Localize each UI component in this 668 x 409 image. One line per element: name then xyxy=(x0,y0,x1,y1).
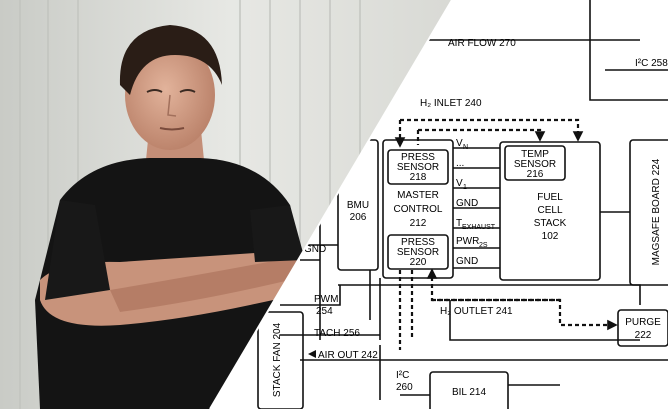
air-out-arrow-icon xyxy=(308,350,316,358)
air-out-label: AIR OUT 242 xyxy=(318,350,378,361)
master-control-l1: MASTER xyxy=(397,190,439,201)
t-exhaust-label: T xyxy=(456,218,462,229)
h2-inlet-label: H₂ INLET 240 xyxy=(420,98,482,109)
pwr-sub: 2S xyxy=(479,242,488,249)
gnd-b-label: GND xyxy=(456,256,478,267)
press-sensor-218-l1: PRESS xyxy=(401,152,435,163)
fuel-cell-l2: CELL xyxy=(537,205,562,216)
press-sensor-218-l3: 218 xyxy=(410,172,427,183)
stack-fan-label: STACK FAN 204 xyxy=(272,322,283,397)
gnd-left-label: GND xyxy=(304,244,326,255)
v1-label: V xyxy=(456,178,463,189)
fuel-cell-l4: 102 xyxy=(542,231,559,242)
patent-diagram xyxy=(257,0,668,409)
master-control-l3: 212 xyxy=(410,218,427,229)
fuel-cell-l1: FUEL xyxy=(537,192,563,203)
master-control-l2: CONTROL xyxy=(394,204,443,215)
air-flow-label: AIR FLOW 270 xyxy=(448,38,516,49)
gnd-a-label: GND xyxy=(456,198,478,209)
diagram-labels: AIR FLOW 270 I²C 258 H₂ INLET 240 PRESS … xyxy=(272,38,668,398)
dots-label: ... xyxy=(456,158,464,169)
diagonal-divider xyxy=(209,0,453,409)
vn-sub: N xyxy=(463,144,468,151)
temp-sensor-l2: SENSOR xyxy=(514,159,556,170)
fuel-cell-l3: STACK xyxy=(534,218,567,229)
pwr-label: PWR xyxy=(456,236,479,247)
press-sensor-220-l2: SENSOR xyxy=(397,247,439,258)
pwm-l1: PWM xyxy=(314,294,338,305)
temp-sensor-l3: 216 xyxy=(527,169,544,180)
press-sensor-220-l1: PRESS xyxy=(401,237,435,248)
i2c-260-l1: I²C xyxy=(396,370,409,381)
tach-label: TACH 256 xyxy=(314,328,360,339)
bil-label: BIL 214 xyxy=(452,387,487,398)
v1-sub: 1 xyxy=(463,184,467,191)
t-exhaust-sub: EXHAUST xyxy=(462,224,496,231)
press-sensor-220-l3: 220 xyxy=(410,257,427,268)
pwm-l2: 254 xyxy=(316,306,333,317)
bmu-l2: 206 xyxy=(350,212,367,223)
h2-outlet-label: H₂ OUTLET 241 xyxy=(440,306,513,317)
purge-l2: 222 xyxy=(635,330,652,341)
purge-l1: PURGE xyxy=(625,317,661,328)
i2c-260-l2: 260 xyxy=(396,382,413,393)
bmu-l1: BMU xyxy=(347,200,369,211)
press-sensor-218-l2: SENSOR xyxy=(397,162,439,173)
portrait-photo xyxy=(0,0,452,409)
vn-label: V xyxy=(456,138,463,149)
temp-sensor-l1: TEMP xyxy=(521,149,549,160)
i2c-258-label: I²C 258 xyxy=(635,58,668,69)
magsafe-label: MAGSAFE BOARD 224 xyxy=(651,158,662,265)
